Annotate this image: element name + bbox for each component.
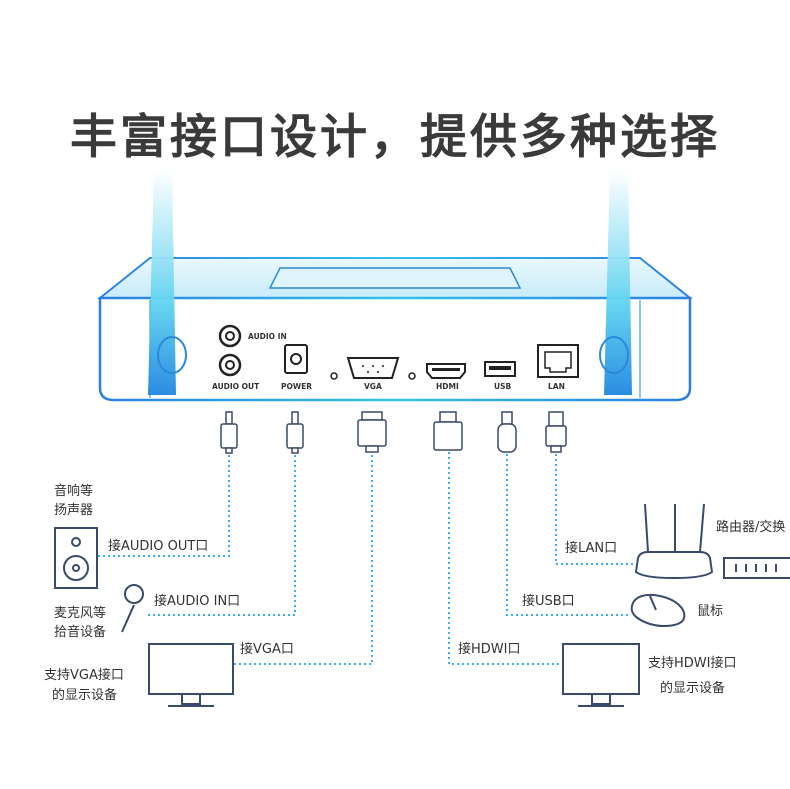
- speaker-icon: [54, 527, 98, 589]
- antenna-right: [599, 170, 632, 395]
- connector-audio-out: [220, 411, 238, 454]
- connector-lan: [545, 411, 567, 453]
- port-audio-in: [218, 324, 242, 348]
- speaker-label-line2: 扬声器: [54, 503, 94, 518]
- port-usb: [484, 361, 516, 377]
- port-label-usb: USB: [494, 382, 512, 391]
- mic-label-line2: 拾音设备: [54, 625, 107, 640]
- vga-display-label-line1: 支持VGA接口: [44, 668, 124, 683]
- port-label-hdmi: HDMI: [436, 382, 459, 391]
- connector-audio-in: [286, 411, 304, 454]
- mouse-label: 鼠标: [697, 604, 724, 619]
- hdmi-display-label-line1: 支持HDWI接口: [648, 656, 737, 671]
- vga-monitor-icon: [148, 643, 234, 707]
- port-label-lan: LAN: [548, 382, 565, 391]
- connector-hdmi: [433, 411, 463, 451]
- connection-label-vga: 接VGA口: [240, 642, 294, 657]
- mic-label-line1: 麦克风等: [54, 606, 107, 621]
- port-vga: [346, 357, 400, 379]
- port-label-audio-out: AUDIO OUT: [212, 382, 260, 391]
- port-label-power: POWER: [281, 382, 313, 391]
- connection-label-audio-out: 接AUDIO OUT口: [108, 539, 209, 554]
- connection-label-lan: 接LAN口: [565, 541, 618, 556]
- port-label-vga: VGA: [364, 382, 382, 391]
- connection-label-hdmi: 接HDWI口: [458, 642, 521, 657]
- mouse-icon: [630, 593, 686, 627]
- nvr-device: [97, 257, 693, 402]
- switch-icon: [723, 557, 790, 579]
- port-label-audio-in: AUDIO IN: [248, 332, 287, 341]
- connector-vga: [357, 411, 387, 453]
- speaker-label-line1: 音响等: [54, 484, 94, 499]
- connection-label-audio-in: 接AUDIO IN口: [154, 594, 241, 609]
- connection-lines: [98, 452, 636, 665]
- antenna-left: [148, 170, 187, 395]
- page-title: 丰富接口设计，提供多种选择: [70, 110, 720, 165]
- port-hdmi: [426, 363, 466, 379]
- connector-usb: [497, 411, 517, 453]
- microphone-icon: [121, 584, 144, 633]
- screw-left: [330, 372, 338, 380]
- port-audio-out: [218, 353, 242, 377]
- hdmi-display-label-line2: 的显示设备: [660, 681, 726, 696]
- port-lan: [537, 344, 579, 378]
- port-power: [284, 344, 308, 374]
- vga-display-label-line2: 的显示设备: [52, 688, 118, 703]
- hdmi-monitor-icon: [562, 643, 640, 707]
- connection-label-usb: 接USB口: [522, 594, 575, 609]
- router-label: 路由器/交换: [716, 520, 786, 535]
- screw-right: [408, 372, 416, 380]
- router-icon: [634, 503, 714, 580]
